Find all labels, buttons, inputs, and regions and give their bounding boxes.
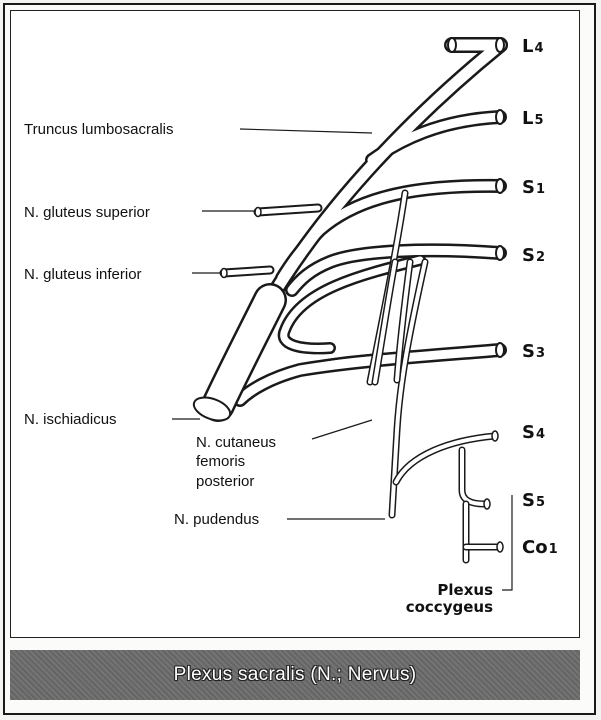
root-label-S4: S4 [522, 422, 545, 443]
root-label-S3: S3 [522, 341, 545, 362]
figure-caption: Plexus sacralis (N.; Nervus) [173, 664, 417, 685]
label-cutaneus-1: N. cutaneus [196, 434, 276, 451]
label-plexus: Plexus [437, 581, 493, 599]
label-gluteus-superior: N. gluteus superior [24, 204, 150, 221]
caption-bar: Plexus sacralis (N.; Nervus) [10, 650, 580, 700]
nerve-trunks [192, 37, 508, 564]
label-cutaneus-3: posterior [196, 473, 254, 490]
root-label-L4: L4 [522, 36, 544, 57]
root-label-S1: S1 [522, 177, 545, 198]
label-ischiadicus: N. ischiadicus [24, 411, 117, 428]
label-truncus-lumbosacralis: Truncus lumbosacralis [24, 121, 174, 138]
label-pudendus: N. pudendus [174, 511, 259, 528]
label-coccygeus: coccygeus [406, 598, 493, 616]
label-cutaneus-2: femoris [196, 453, 245, 470]
leader-lines [172, 128, 513, 591]
root-label-Co1: Co1 [522, 537, 558, 558]
root-label-S5: S5 [522, 490, 545, 511]
label-gluteus-inferior: N. gluteus inferior [24, 266, 142, 283]
root-label-L5: L5 [522, 108, 544, 129]
root-label-S2: S2 [522, 245, 545, 266]
